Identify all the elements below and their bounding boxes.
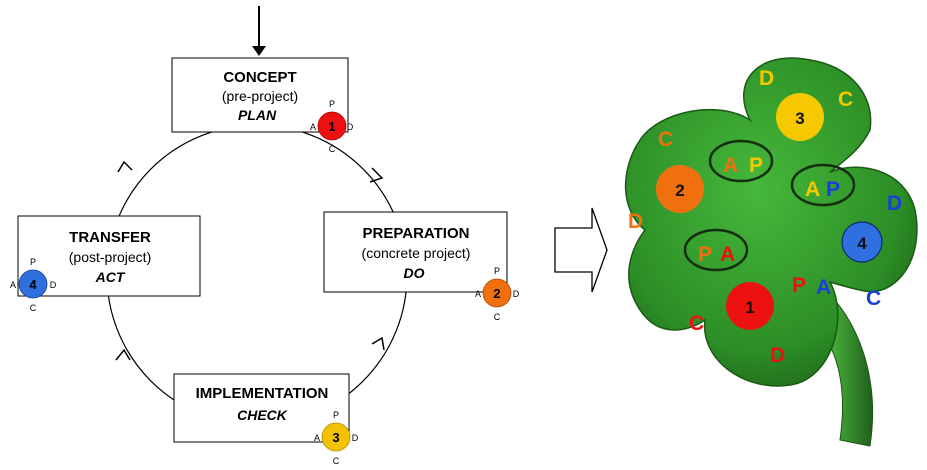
transfer-p-label: P [30,257,36,267]
preparation-a-label: A [475,289,481,299]
concept-c-label: C [329,144,336,154]
preparation-c-label: C [494,312,501,322]
implementation-title: IMPLEMENTATION [196,385,329,402]
clover-leaves [624,57,918,387]
yellow-c: C [838,88,853,111]
yellow-a: A [805,178,820,201]
transfer-badge-circle [18,269,48,299]
clover-num-1: 1 [745,298,754,317]
blue-c: C [866,287,881,310]
implementation-c-label: C [333,456,340,466]
clover-disc-3 [776,93,824,141]
concept-phase: PLAN [238,107,277,123]
preparation-title: PREPARATION [363,225,470,242]
transfer-a-label: A [10,280,16,290]
concept-badge: 1 P D C A [310,99,354,154]
oval-ap-top [708,139,774,183]
preparation-badge-number: 2 [493,286,500,301]
orange-d: D [628,210,643,233]
oval-ap-right [790,163,856,207]
preparation-subtitle: (concrete project) [362,245,471,261]
ring-arrow-left-bottom [115,348,131,361]
implementation-badge-circle [321,422,351,452]
orange-a: A [723,154,738,177]
ring-arrow-left-top [117,160,133,173]
clover-disc-1 [726,282,774,330]
concept-p-label: P [329,99,335,109]
preparation-phase: DO [404,265,425,281]
clover-num-2: 2 [675,181,684,200]
implementation-d-label: D [352,433,359,443]
concept-badge-number: 1 [328,119,335,134]
transfer-title: TRANSFER [69,229,151,246]
implementation-box: IMPLEMENTATION CHECK [173,373,350,443]
concept-subtitle: (pre-project) [222,88,298,104]
entry-arrow-head [252,46,266,56]
orange-c: C [658,128,673,151]
ring-arrow-right-top [369,167,384,183]
preparation-d-label: D [513,289,520,299]
red-p: P [792,274,806,297]
preparation-p-label: P [494,266,500,276]
concept-box: CONCEPT (pre-project) PLAN [171,57,349,133]
implementation-p-label: P [333,410,339,420]
clover-disc-2 [656,165,704,213]
transfer-badge: 4 P D C A [10,257,57,313]
red-d: D [770,344,785,367]
preparation-box: PREPARATION (concrete project) DO [323,211,508,293]
clover-num-4: 4 [857,234,867,253]
preparation-badge: 2 P D C A [475,266,520,322]
transfer-d-label: D [50,280,57,290]
transfer-c-label: C [30,303,37,313]
blue-p: P [826,178,840,201]
yellow-d: D [759,67,774,90]
blue-a: A [816,276,831,299]
transfer-phase: ACT [95,269,126,285]
clover-disc-4 [841,221,883,263]
transfer-box: TRANSFER (post-project) ACT [17,215,201,297]
transfer-badge-number: 4 [29,277,37,292]
clover-num-3: 3 [795,109,804,128]
transition-arrow-icon [554,207,608,293]
implementation-badge-number: 3 [332,430,339,445]
red-a: A [720,243,735,266]
implementation-badge: 3 P D C A [314,410,359,466]
ring-arrow-right-bottom [371,336,385,351]
concept-a-label: A [310,122,316,132]
preparation-badge-circle [482,278,512,308]
yellow-p: P [749,154,763,177]
concept-badge-circle [317,111,347,141]
concept-title: CONCEPT [223,69,296,86]
blue-d: D [887,192,902,215]
clover-illustration: 3 2 4 1 D C P A C D A P D P A C A P C D [624,57,918,447]
orange-p: P [698,243,712,266]
oval-pa-left [683,228,749,272]
concept-d-label: D [347,122,354,132]
red-c: C [689,312,704,335]
implementation-phase: CHECK [237,407,288,423]
implementation-a-label: A [314,433,320,443]
transfer-subtitle: (post-project) [69,249,151,265]
